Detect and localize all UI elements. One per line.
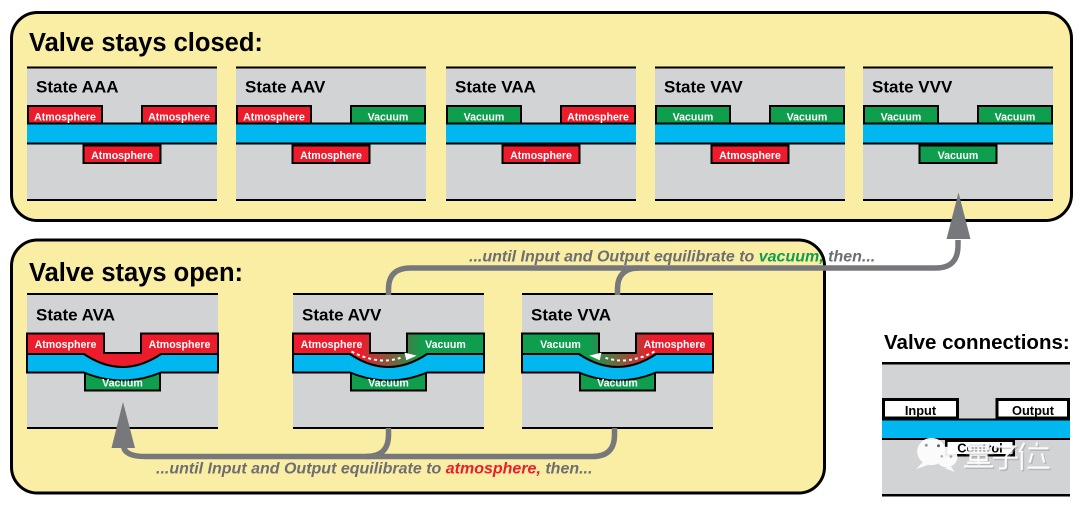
svg-text:State VAV: State VAV	[664, 78, 743, 97]
svg-text:State VVV: State VVV	[872, 78, 953, 97]
svg-text:Vacuum: Vacuum	[464, 112, 505, 124]
svg-text:Vacuum: Vacuum	[368, 112, 409, 124]
svg-text:State AVA: State AVA	[36, 306, 115, 325]
svg-text:Atmosphere: Atmosphere	[148, 112, 210, 124]
svg-text:State AAA: State AAA	[36, 78, 119, 97]
svg-text:Atmosphere: Atmosphere	[719, 150, 781, 162]
svg-text:...until Input and Output equi: ...until Input and Output equilibrate to…	[469, 249, 875, 266]
svg-text:Vacuum: Vacuum	[540, 339, 581, 351]
svg-text:Vacuum: Vacuum	[787, 112, 828, 124]
svg-text:State AAV: State AAV	[245, 78, 326, 97]
svg-text:Valve stays closed:: Valve stays closed:	[29, 29, 263, 57]
svg-text:Atmosphere: Atmosphere	[149, 339, 211, 351]
svg-text:Atmosphere: Atmosphere	[34, 112, 96, 124]
svg-text:State VVA: State VVA	[531, 306, 611, 325]
svg-text:Vacuum: Vacuum	[673, 112, 714, 124]
svg-text:Vacuum: Vacuum	[597, 378, 638, 390]
svg-text:Atmosphere: Atmosphere	[510, 150, 572, 162]
svg-text:Valve connections:: Valve connections:	[884, 331, 1070, 354]
svg-text:Input: Input	[905, 403, 937, 418]
svg-text:Vacuum: Vacuum	[425, 339, 466, 351]
svg-text:Atmosphere: Atmosphere	[300, 150, 362, 162]
svg-text:Valve stays open:: Valve stays open:	[29, 259, 243, 287]
svg-text:Output: Output	[1012, 403, 1055, 418]
svg-text:Atmosphere: Atmosphere	[91, 150, 153, 162]
svg-text:Atmosphere: Atmosphere	[243, 112, 305, 124]
svg-text:Atmosphere: Atmosphere	[644, 339, 706, 351]
svg-text:...until Input and Output equi: ...until Input and Output equilibrate to…	[156, 461, 592, 478]
svg-text:State VAA: State VAA	[455, 78, 536, 97]
svg-text:Atmosphere: Atmosphere	[35, 339, 97, 351]
svg-text:Atmosphere: Atmosphere	[567, 112, 629, 124]
svg-text:Vacuum: Vacuum	[881, 112, 922, 124]
svg-text:Vacuum: Vacuum	[938, 150, 979, 162]
svg-text:Vacuum: Vacuum	[368, 378, 409, 390]
svg-text:Vacuum: Vacuum	[102, 378, 143, 390]
svg-text:State AVV: State AVV	[302, 306, 382, 325]
svg-text:Atmosphere: Atmosphere	[301, 339, 363, 351]
svg-text:Vacuum: Vacuum	[995, 112, 1036, 124]
